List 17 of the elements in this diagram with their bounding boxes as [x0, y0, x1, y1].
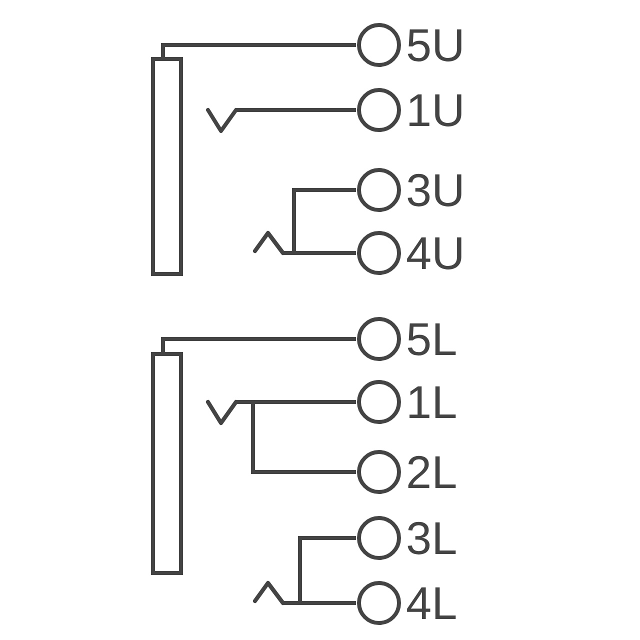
wire [161, 337, 356, 352]
wire [253, 581, 356, 605]
sleeve-contact-bar [151, 352, 183, 575]
terminal-label: 4L [406, 579, 458, 627]
sleeve-contact-bar [151, 57, 183, 276]
wire [206, 108, 356, 133]
terminal-label: 5L [406, 315, 458, 363]
terminal-label: 1U [406, 86, 465, 134]
terminal-label: 4U [406, 229, 465, 277]
terminal-label: 1L [406, 378, 458, 426]
terminal-label: 2L [406, 448, 458, 496]
terminal-label: 5U [406, 21, 465, 69]
wire [253, 231, 356, 255]
wire [161, 43, 356, 57]
wire [206, 400, 356, 474]
terminal-label: 3U [406, 166, 465, 214]
terminal-label: 3L [406, 514, 458, 562]
